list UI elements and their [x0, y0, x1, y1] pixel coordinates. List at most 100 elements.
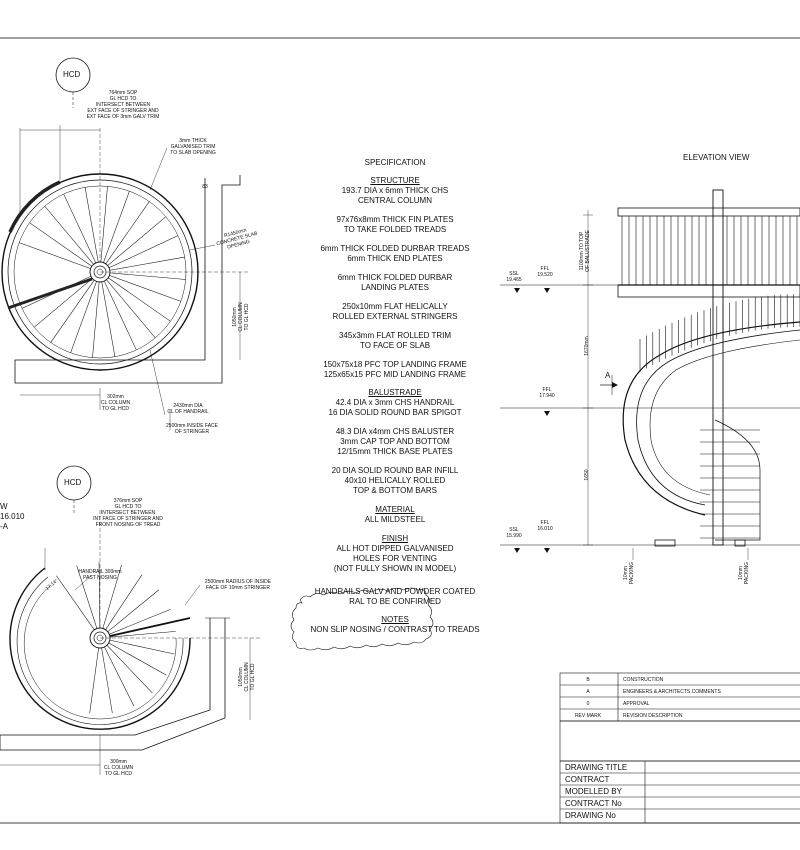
- spec-structure-line: 6mm THICK END PLATES: [347, 254, 443, 263]
- tread-line: [109, 272, 186, 280]
- spec-structure-line: TO TAKE FOLDED TREADS: [343, 225, 447, 234]
- cl-top-line: 302mm: [107, 394, 124, 400]
- tread-line: [19, 242, 91, 269]
- dia-top-line: CL OF HANDRAIL: [167, 409, 209, 415]
- spec-finish-line: (NOT FULLY SHOWN IN MODEL): [333, 564, 457, 573]
- tread-line: [108, 277, 171, 322]
- revision-mark: A: [586, 689, 590, 695]
- spec-structure-line: 125x65x15 PFC MID LANDING FRAME: [323, 370, 467, 379]
- spec-balustrade-line: TOP & BOTTOM BARS: [352, 486, 438, 495]
- spec-balustrade-line: 42.4 DIA x 3mm CHS HANDRAIL: [335, 398, 455, 407]
- bottom-landing-edge: [109, 617, 191, 637]
- title-block-row-label: CONTRACT No: [565, 799, 622, 808]
- plan-view-bottom: [0, 465, 260, 775]
- spec-structure-line: TO FACE OF SLAB: [359, 341, 431, 350]
- spec-finish-heading: FINISH: [381, 534, 409, 543]
- trim-top-line: TO SLAB OPENING: [170, 150, 216, 156]
- section-marker: A: [605, 371, 611, 380]
- revision-cloud: [290, 587, 434, 651]
- tread-line: [98, 562, 101, 629]
- tread-line: [108, 235, 179, 269]
- packing-left-line: PACKING: [629, 561, 635, 585]
- slab-opening-bottom: [0, 618, 226, 751]
- tread-line: [89, 647, 99, 714]
- tread-line: [105, 574, 143, 630]
- dim-small-top: 83: [202, 184, 208, 190]
- sop-bottom-line: FRONT NOSING OF TREAD: [95, 522, 161, 528]
- dia-top-line: 2430mm DIA: [173, 403, 203, 409]
- tread-line: [101, 647, 113, 714]
- ssl-top-line: SSL: [509, 271, 519, 277]
- title-block: [559, 672, 800, 824]
- tread-line: [106, 645, 153, 694]
- spec-material-heading: MATERIAL: [375, 505, 415, 514]
- spec-structure-heading: STRUCTURE: [370, 176, 420, 185]
- trim-top-line: GALVANISED TRIM: [170, 144, 216, 150]
- spec-balustrade-heading: BALUSTRADE: [368, 388, 422, 397]
- cl-top-line: CL COLUMN: [100, 400, 131, 406]
- tread-line: [63, 193, 97, 264]
- helix-balusters: [639, 294, 800, 372]
- title-block-row-label: DRAWING TITLE: [565, 763, 628, 772]
- dim-1650-label: 1650: [584, 469, 590, 481]
- sop-top-line: 764mm SOP: [108, 90, 138, 96]
- handrail-bottom-line: HANDRAIL 300mm: [78, 569, 122, 575]
- tread-line: [33, 278, 93, 328]
- tread-line: [50, 280, 95, 343]
- tread-line: [103, 280, 137, 351]
- top-landing-edge: [7, 277, 93, 310]
- ffl-bot-line: FFL: [540, 520, 550, 526]
- spec-balustrade-line: 3mm CAP TOP AND BOTTOM: [340, 437, 450, 446]
- ffl-top-line: FFL: [540, 266, 550, 272]
- spec-material-line: ALL MILDSTEEL: [364, 515, 426, 524]
- trim-top-line: 3mm THICK: [179, 138, 207, 144]
- revision-description: ENGINEERS & ARCHITECTS COMMENTS: [623, 689, 721, 695]
- inside-top-line: 2500mm INSIDE FACE: [166, 423, 218, 429]
- spec-balustrade-line: 16 DIA SOLID ROUND BAR SPIGOT: [328, 408, 462, 417]
- spec-structure-line: 97x76x8mm THICK FIN PLATES: [336, 215, 454, 224]
- cl-bottom-line: 300mm: [110, 759, 127, 765]
- sop-top-line: GL HCD TO: [109, 96, 137, 102]
- spec-structure-line: 345x3mm FLAT ROLLED TRIM: [338, 331, 452, 340]
- top-handrail: [617, 207, 800, 217]
- revision-description: APPROVAL: [623, 701, 650, 707]
- tread-line: [109, 275, 181, 302]
- top-landing-frame: [617, 284, 800, 298]
- hcd-label-bottom: HCD: [64, 478, 82, 487]
- tread-line: [109, 256, 185, 271]
- sop-top-line: EXT FACE OF 3mm GALV TRIM: [86, 114, 160, 120]
- spec-balustrade-line: 12/15mm THICK BASE PLATES: [337, 447, 453, 456]
- tread-line: [101, 281, 116, 357]
- spec-notes-heading: NOTES: [381, 615, 409, 624]
- spec-finish-line: HOLES FOR VENTING: [352, 554, 437, 563]
- treads-bottom: [56, 562, 176, 714]
- spec-structure-line: 6mm THICK FOLDED DURBAR: [337, 273, 453, 282]
- handrail-bottom-line: PAST NOSING: [83, 575, 117, 581]
- slab-opening-top: [14, 175, 241, 384]
- tread-line: [109, 639, 175, 655]
- column-bottom-line: TO GL HCD: [250, 663, 256, 691]
- tread-line: [102, 565, 122, 629]
- cl-bottom-line: CL COLUMN: [103, 765, 134, 771]
- revision-mark: B: [586, 677, 590, 683]
- tread-line: [44, 205, 94, 265]
- spec-cloud-line: HANDRAILS GALV AND POWDER COATED: [314, 587, 476, 596]
- central-column-elevation: [712, 189, 724, 546]
- cl-bottom-line: TO GL HCD: [105, 771, 132, 777]
- sop-top-line: EXT FACE OF STRINGER AND: [87, 108, 159, 114]
- tread-line: [84, 187, 99, 263]
- title-block-row-label: CONTRACT: [565, 775, 610, 784]
- spec-structure-line: 150x75x18 PFC TOP LANDING FRAME: [323, 360, 467, 369]
- tread-line: [109, 609, 171, 635]
- sop-bottom-line: INTERSECT BETWEEN: [100, 510, 156, 516]
